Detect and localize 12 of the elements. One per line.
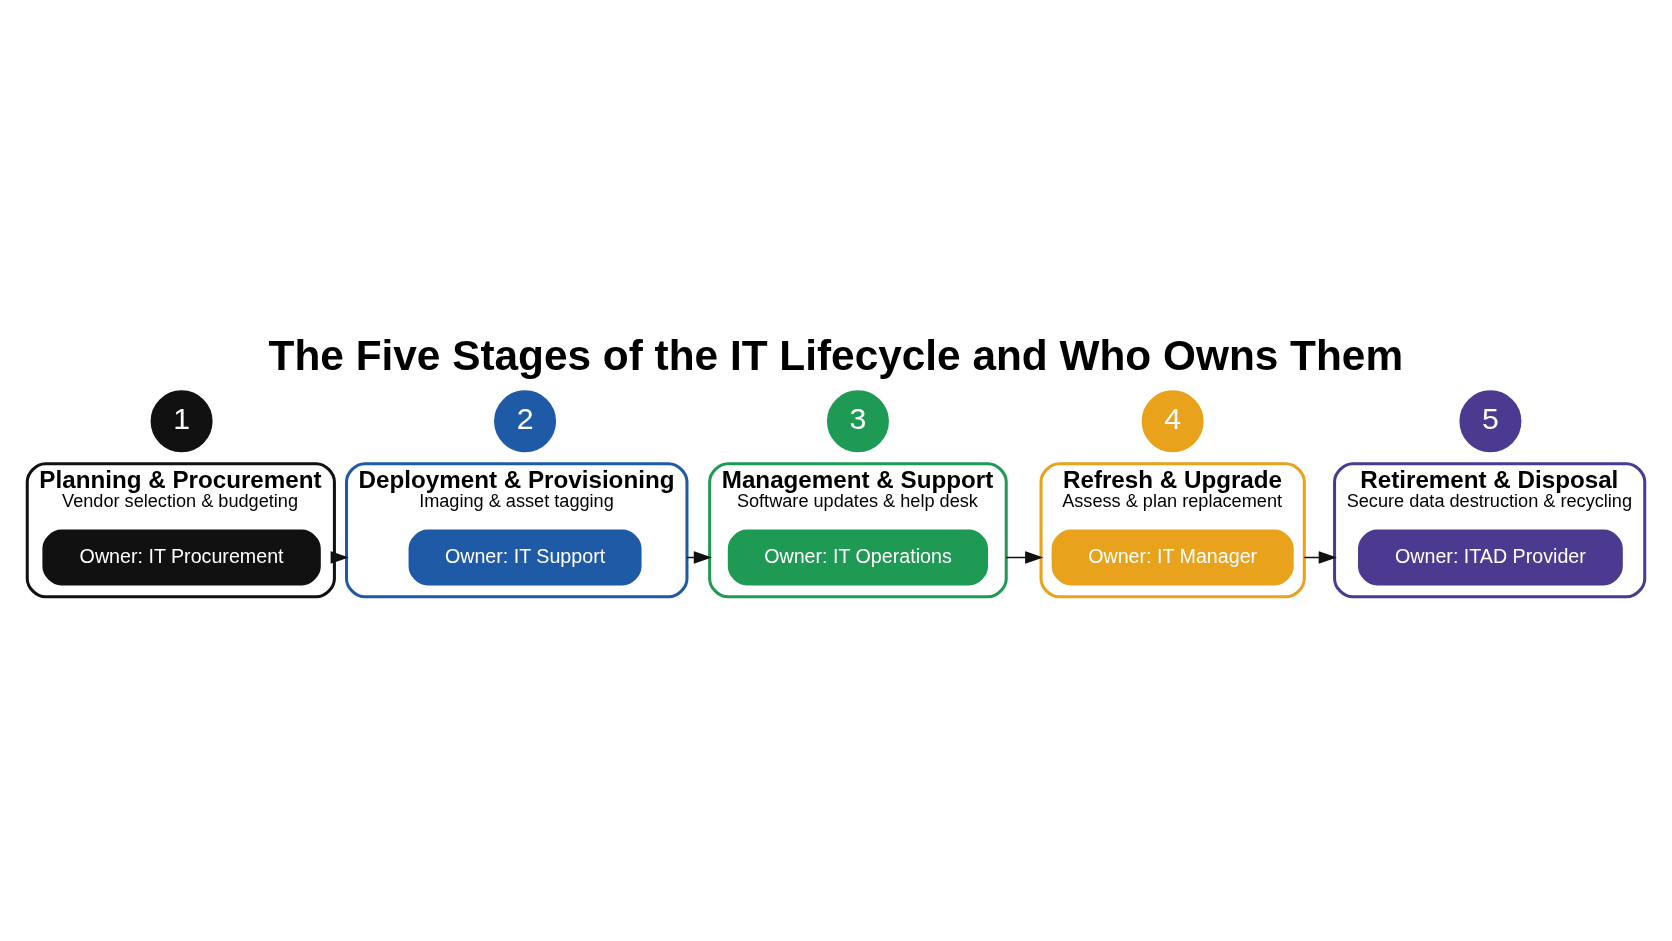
node-box: Owner: IT Support — [408, 529, 642, 586]
node-circle: 4 — [1141, 390, 1204, 453]
node-box: Owner: IT Manager — [1051, 529, 1294, 586]
diagram-title: The Five Stages of the IT Lifecycle and Who Owns Them — [268, 332, 1404, 380]
node-circle: 2 — [494, 390, 557, 453]
node-circle: 5 — [1459, 390, 1522, 453]
node-circle: 1 — [150, 390, 213, 453]
arrow — [1005, 551, 1044, 564]
node-circle: 3 — [826, 390, 889, 453]
node-box: Owner: IT Procurement — [42, 529, 321, 586]
node-box: Owner: IT Operations — [727, 529, 989, 586]
node-box: Owner: ITAD Provider — [1358, 529, 1623, 586]
